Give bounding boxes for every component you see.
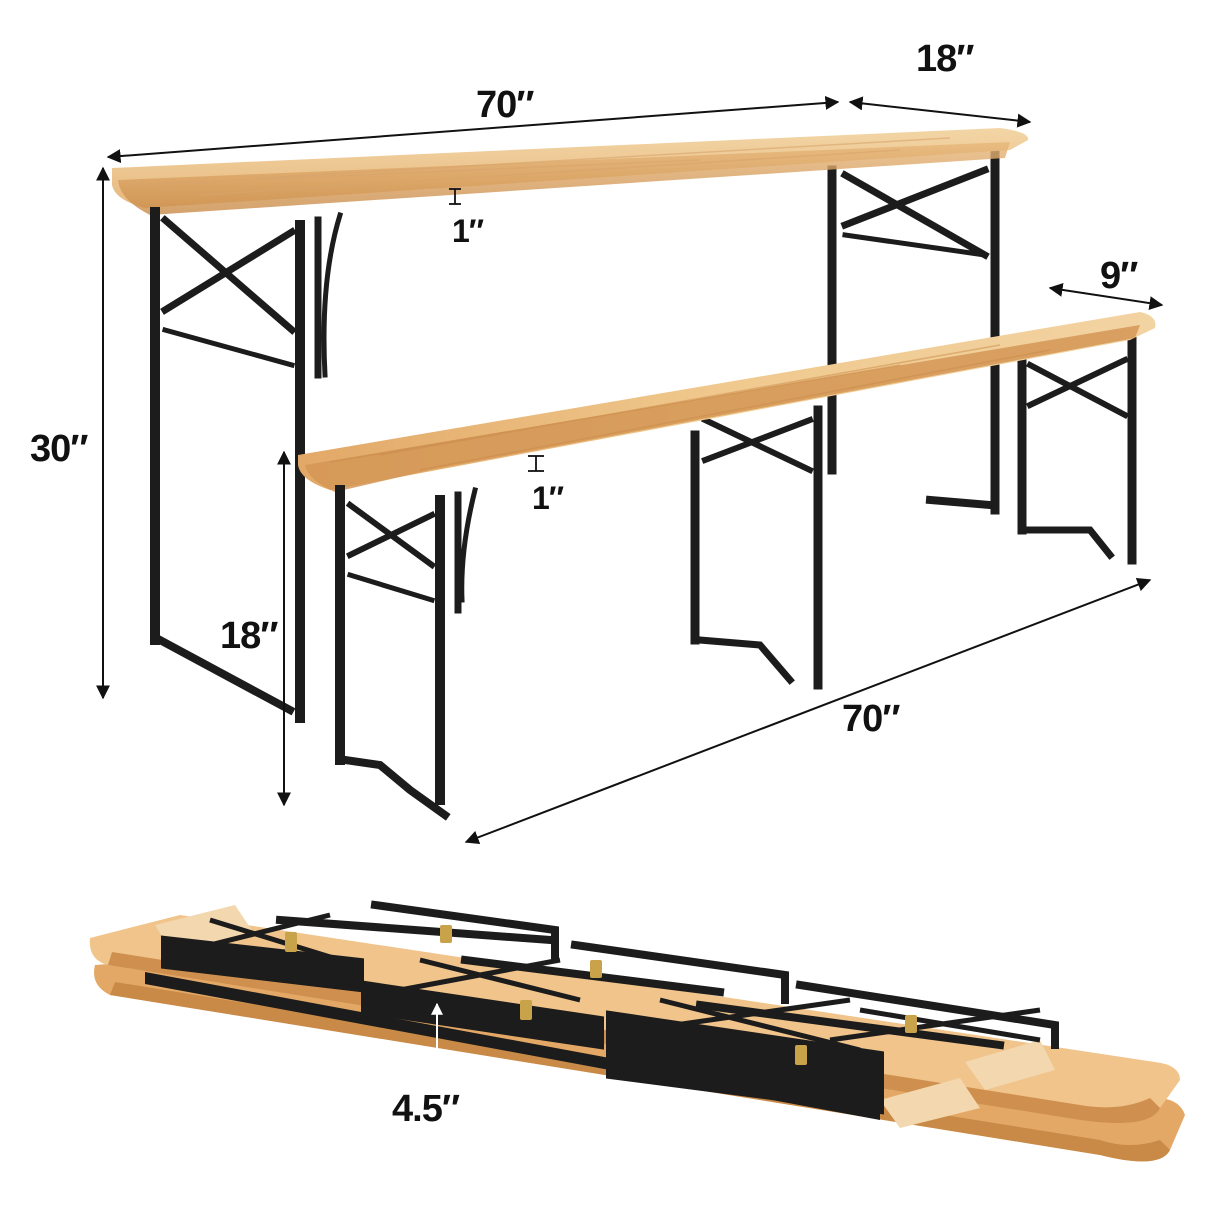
bench-length-line <box>464 577 1152 845</box>
table-thickness-label: 1″ <box>452 213 484 249</box>
bench-length-label: 70″ <box>842 698 900 740</box>
table-right-legs <box>827 145 1000 515</box>
table-thickness-marker <box>449 188 461 205</box>
bench-width-label: 9″ <box>1100 255 1138 297</box>
table-height-label: 30″ <box>30 428 88 470</box>
bench-middle-legs <box>690 405 823 690</box>
folded-thickness-label: 4.5″ <box>392 1088 460 1130</box>
table-width-line <box>848 96 1032 128</box>
bench-width-line <box>1048 282 1164 311</box>
folded-illustration <box>89 900 1185 1162</box>
bench-height-label: 18″ <box>220 615 278 657</box>
table-length-label: 70″ <box>476 84 534 126</box>
table-left-legs <box>150 207 344 723</box>
dimension-lines <box>96 95 1164 845</box>
bench-thickness-label: 1″ <box>532 480 564 516</box>
bench-top <box>298 312 1156 492</box>
bench-thickness-marker <box>528 455 544 472</box>
bench-right-legs <box>1017 330 1137 565</box>
bench-left-legs <box>335 485 479 821</box>
table-length-line <box>106 95 840 164</box>
table-width-label: 18″ <box>916 38 974 80</box>
